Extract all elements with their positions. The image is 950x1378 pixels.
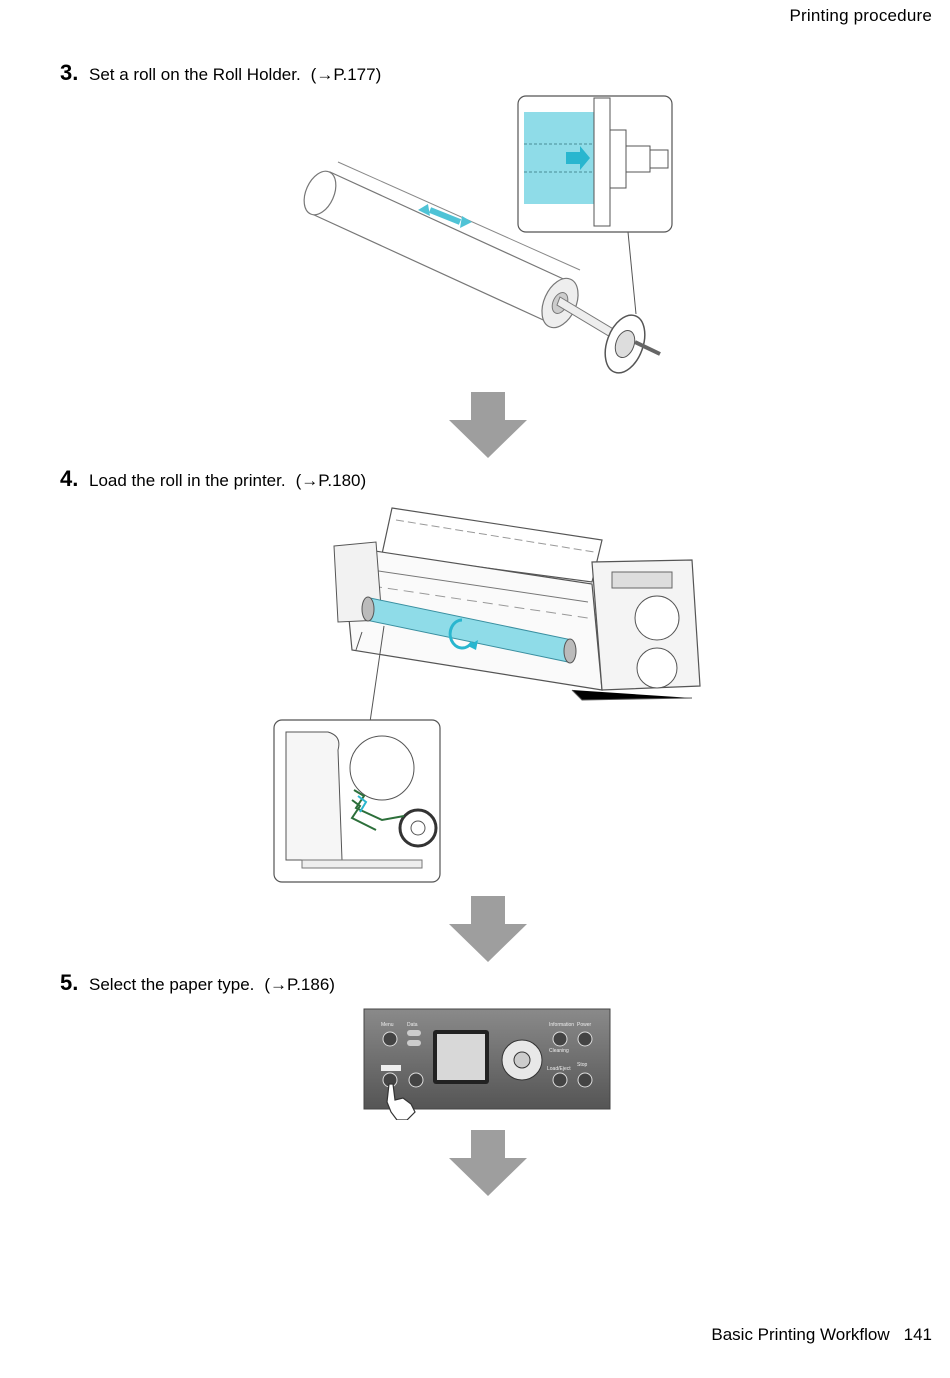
step-number: 5. bbox=[60, 970, 79, 995]
page-number: 141 bbox=[903, 1325, 932, 1344]
step-text: Set a roll on the Roll Holder. bbox=[89, 65, 301, 84]
panel-label-menu: Menu bbox=[381, 1022, 394, 1028]
page-footer: Basic Printing Workflow 141 bbox=[711, 1325, 932, 1345]
roll-holder-shaft bbox=[556, 296, 661, 374]
panel-label-data: Data bbox=[407, 1022, 418, 1028]
step-text: Load the roll in the printer. bbox=[89, 471, 286, 490]
next-step-arrow bbox=[449, 392, 527, 458]
panel-label-stop: Stop bbox=[577, 1062, 588, 1068]
roll-holder-illustration bbox=[303, 95, 673, 374]
chapter-title: Basic Printing Workflow bbox=[711, 1325, 890, 1344]
paper-path-inset bbox=[273, 719, 441, 883]
panel-label-load-eject: Load/Eject bbox=[547, 1066, 571, 1072]
page-reference-link[interactable]: (→P.180) bbox=[295, 471, 367, 490]
panel-label-information: Information bbox=[549, 1022, 574, 1028]
next-step-arrow bbox=[449, 896, 527, 962]
printer-image bbox=[333, 507, 701, 701]
page-reference-link[interactable]: (→P.186) bbox=[264, 975, 335, 994]
page-reference-link[interactable]: (→P.177) bbox=[310, 65, 382, 84]
roll-holder-inset bbox=[517, 95, 673, 233]
pointing-hand-icon bbox=[386, 1083, 416, 1120]
running-header: Printing procedure bbox=[789, 6, 932, 25]
step-4: 4. Load the roll in the printer. (→P.180… bbox=[60, 466, 366, 492]
panel-label-power: Power bbox=[577, 1022, 592, 1028]
step-5: 5. Select the paper type. (→P.186) bbox=[60, 970, 335, 996]
printer-loading-illustration bbox=[273, 507, 701, 883]
next-step-arrow bbox=[449, 1130, 527, 1196]
control-panel-illustration: Menu Data Information Power Cleaning Loa… bbox=[363, 1008, 611, 1120]
panel-label-cleaning: Cleaning bbox=[549, 1048, 569, 1054]
step-3: 3. Set a roll on the Roll Holder. (→P.17… bbox=[60, 60, 381, 86]
step-number: 3. bbox=[60, 60, 79, 85]
step-text: Select the paper type. bbox=[89, 975, 255, 994]
step-number: 4. bbox=[60, 466, 79, 491]
